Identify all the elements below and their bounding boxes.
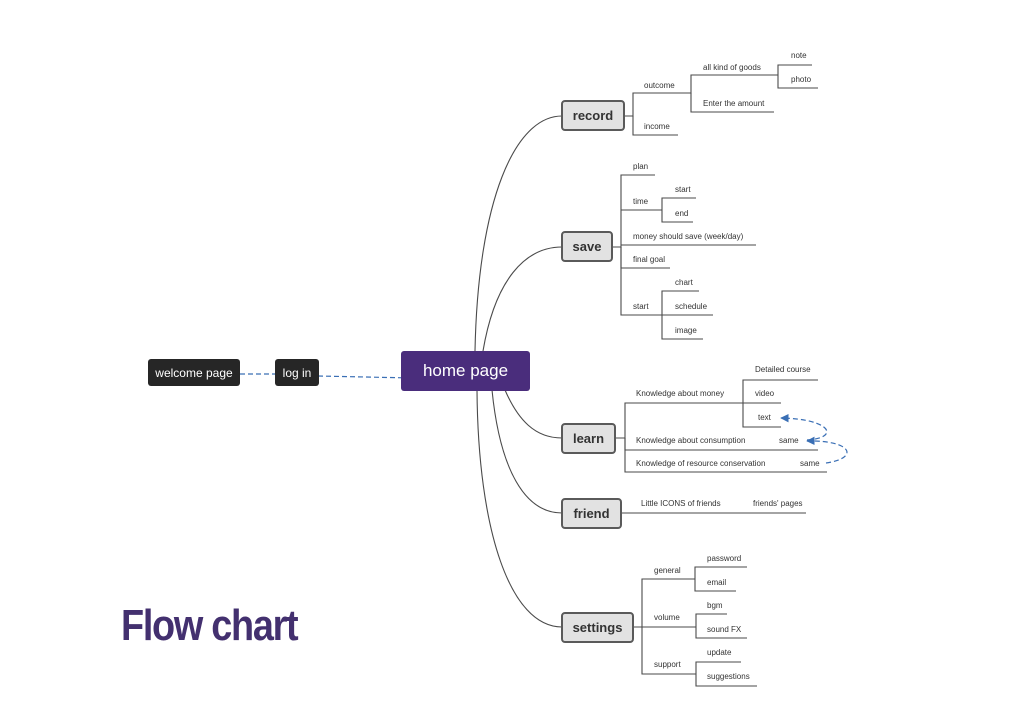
leaf-note: note bbox=[791, 51, 807, 60]
home-page-node[interactable]: home page bbox=[401, 351, 530, 391]
branch-record bbox=[474, 115, 563, 352]
flow-chart-title: Flow chart bbox=[121, 601, 299, 650]
leaf-knowledge-about-money: Knowledge about money bbox=[636, 389, 725, 398]
leaf-photo: photo bbox=[791, 75, 812, 84]
leaf-enter-the-amount: Enter the amount bbox=[703, 99, 765, 108]
leaf-outcome: outcome bbox=[644, 81, 675, 90]
leaf-chart: chart bbox=[675, 278, 693, 287]
leaf-start: start bbox=[675, 185, 691, 194]
save-node[interactable]: save bbox=[561, 231, 613, 262]
leaf-bgm: bgm bbox=[707, 601, 723, 610]
settings-node[interactable]: settings bbox=[561, 612, 634, 643]
leaf-same-2: same bbox=[800, 459, 820, 468]
welcome-page-node[interactable]: welcome page bbox=[148, 359, 240, 386]
leaf-knowledge-about-consumption: Knowledge about consumption bbox=[636, 436, 746, 445]
leaf-text: text bbox=[758, 413, 771, 422]
leaf-volume: volume bbox=[654, 613, 680, 622]
leaf-sound-fx: sound FX bbox=[707, 625, 742, 634]
leaf-same-1: same bbox=[779, 436, 799, 445]
branch-save bbox=[482, 246, 563, 352]
branch-learn bbox=[504, 389, 563, 439]
leaf-final-goal: final goal bbox=[633, 255, 666, 264]
leaf-email: email bbox=[707, 578, 727, 587]
leaf-little-icons-of-friends: Little ICONS of friends bbox=[641, 499, 721, 508]
leaf-support: support bbox=[654, 660, 681, 669]
leaf-plan: plan bbox=[633, 162, 649, 171]
leaf-general: general bbox=[654, 566, 681, 575]
leaf-all-kind-of-goods: all kind of goods bbox=[703, 63, 761, 72]
link-same1-text bbox=[780, 413, 828, 441]
branch-friend bbox=[491, 389, 563, 514]
leaf-image: image bbox=[675, 326, 697, 335]
link-login-home bbox=[317, 373, 413, 383]
branch-settings bbox=[476, 389, 563, 628]
leaf-friends-pages: friends' pages bbox=[753, 499, 803, 508]
leaf-schedule: schedule bbox=[675, 302, 708, 311]
leaf-end: end bbox=[675, 209, 689, 218]
leaf-knowledge-resource-conservation: Knowledge of resource conservation bbox=[636, 459, 766, 468]
friend-node[interactable]: friend bbox=[561, 498, 622, 529]
leaf-money-should-save: money should save (week/day) bbox=[633, 232, 744, 241]
leaf-password: password bbox=[707, 554, 742, 563]
leaf-income: income bbox=[644, 122, 670, 131]
leaf-suggestions: suggestions bbox=[707, 672, 750, 681]
record-node[interactable]: record bbox=[561, 100, 625, 131]
leaf-time: time bbox=[633, 197, 649, 206]
learn-node[interactable]: learn bbox=[561, 423, 616, 454]
leaf-update: update bbox=[707, 648, 732, 657]
log-in-node[interactable]: log in bbox=[275, 359, 319, 386]
leaf-video: video bbox=[755, 389, 775, 398]
link-same2-same1 bbox=[806, 436, 848, 464]
leaf-detailed-course: Detailed course bbox=[755, 365, 811, 374]
leaf-start-2: start bbox=[633, 302, 649, 311]
